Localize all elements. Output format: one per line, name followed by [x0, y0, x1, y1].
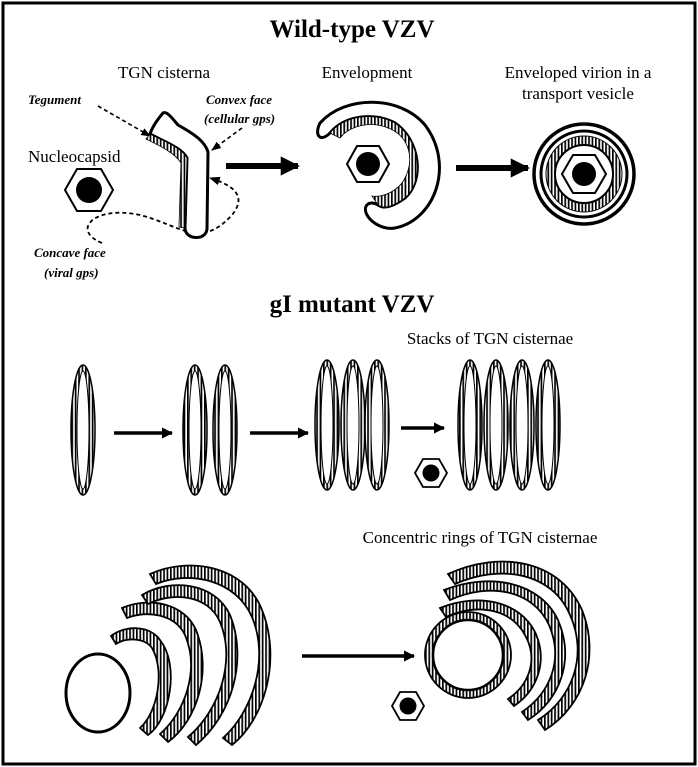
stack-3 — [314, 359, 390, 491]
tgn-cisterna-shape — [145, 111, 210, 239]
tegument-leader — [97, 105, 151, 137]
label-concentric: Concentric rings of TGN cisternae — [363, 528, 598, 547]
label-tgn-cisterna: TGN cisterna — [118, 63, 211, 82]
stack-2 — [182, 364, 238, 496]
label-concave-face-1: Concave face — [34, 245, 106, 260]
nucleocapsid-icon — [63, 168, 115, 212]
label-convex-face-1: Convex face — [206, 92, 272, 107]
concave-face-leader — [86, 176, 240, 244]
concentric-rings-right — [424, 560, 591, 732]
label-convex-face-2: (cellular gps) — [204, 111, 275, 126]
title-mutant: gI mutant VZV — [270, 291, 435, 318]
label-concave-face-2: (viral gps) — [44, 265, 99, 280]
label-stacks: Stacks of TGN cisternae — [407, 329, 573, 348]
label-enveloped-virion-2: transport vesicle — [522, 84, 634, 103]
stack-1 — [70, 364, 96, 496]
label-enveloped-virion-1: Enveloped virion in a — [505, 63, 652, 82]
stack-4 — [457, 359, 561, 491]
envelopment-shape — [316, 100, 441, 230]
nucleocapsid-small-icon — [413, 458, 449, 488]
convex-face-leader — [211, 127, 243, 151]
nucleocapsid-small-icon-2 — [390, 691, 426, 721]
enveloped-virion-icon — [532, 122, 636, 226]
title-wild-type: Wild-type VZV — [269, 16, 434, 43]
label-nucleocapsid: Nucleocapsid — [28, 147, 121, 166]
concentric-rings-left — [64, 564, 272, 747]
label-tegument: Tegument — [28, 92, 81, 107]
label-envelopment: Envelopment — [322, 63, 413, 82]
